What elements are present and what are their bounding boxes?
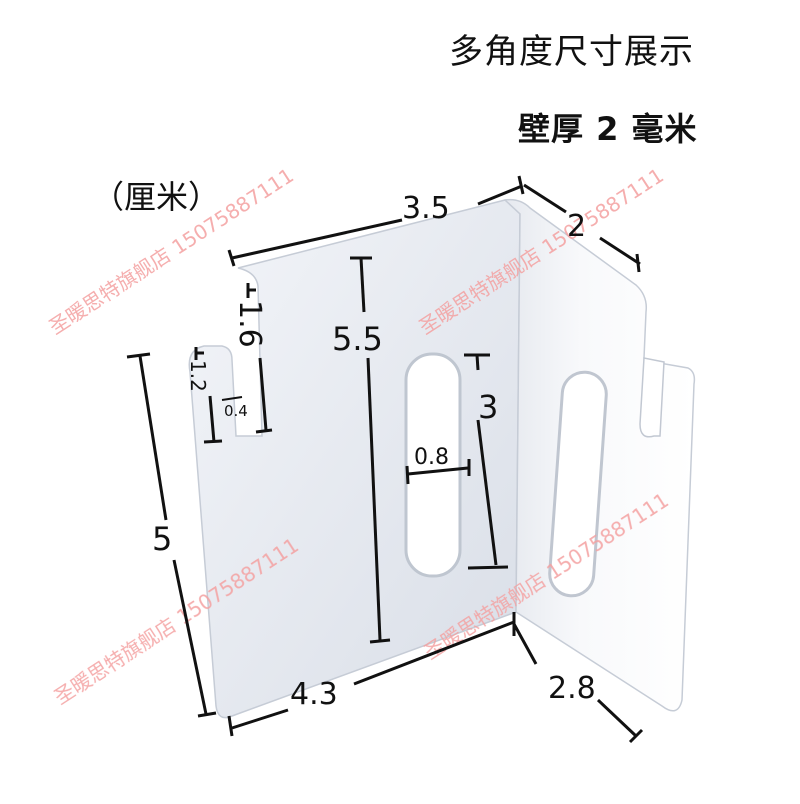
page-title: 多角度尺寸展示 — [449, 32, 694, 72]
dimension-labels: 3.5 2 5.5 1.6 1.2 0.4 5 3 0.8 4.3 2.8 — [152, 191, 596, 712]
dim-slot-length: 3 — [478, 388, 498, 426]
dim-hook-depth: 1.6 — [232, 300, 267, 348]
dim-bottom-width: 4.3 — [290, 677, 338, 712]
dimension-lines — [126, 175, 644, 744]
dim-plate-height: 5.5 — [332, 320, 383, 358]
dim-side-depth-bottom: 2.8 — [548, 671, 596, 706]
unit-label: （厘米） — [92, 178, 221, 216]
dim-inner-hook-depth: 1.2 — [186, 360, 210, 392]
dim-slot-width: 0.8 — [414, 445, 449, 470]
dim-left-height: 5 — [152, 520, 172, 558]
dim-side-depth-top: 2 — [567, 209, 586, 244]
right-plate-slot — [548, 370, 608, 598]
right-hook-notch — [639, 357, 665, 438]
left-plate-slot — [404, 352, 462, 578]
wall-thickness-label: 壁厚 2 毫米 — [518, 110, 698, 148]
dim-hook-gap: 0.4 — [224, 402, 248, 420]
dim-top-width: 3.5 — [402, 191, 450, 226]
